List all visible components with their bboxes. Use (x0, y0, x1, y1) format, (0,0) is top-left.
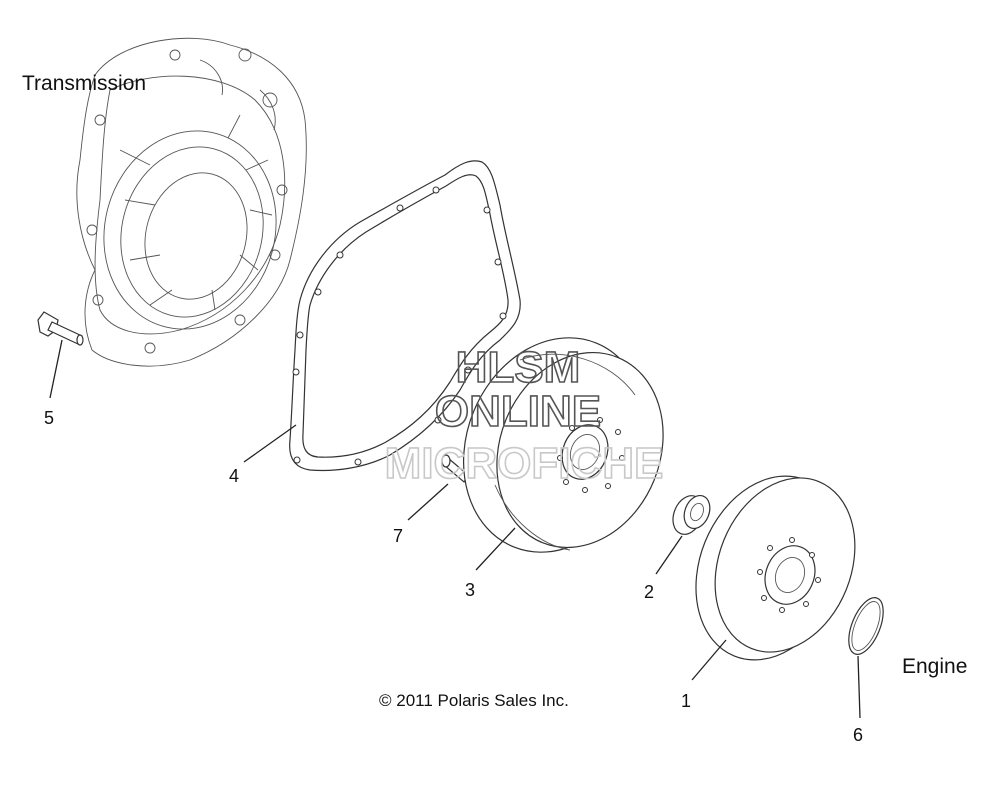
watermark-line-1: HLSM (456, 343, 581, 392)
watermark: HLSM ONLINE MICROFICHE (384, 342, 664, 489)
watermark-line-3: MICROFICHE (385, 439, 664, 488)
transmission-housing (76, 37, 307, 367)
watermark-line-2: ONLINE (435, 387, 601, 436)
callout-6: 6 (853, 725, 863, 745)
stud-7 (441, 454, 469, 483)
leader-6 (857, 655, 861, 719)
engine-label: Engine (902, 655, 967, 678)
callout-1: 1 (681, 691, 691, 711)
bolt-5 (37, 311, 84, 346)
gasket (289, 160, 521, 472)
callout-2: 2 (644, 582, 654, 602)
leader-7 (407, 483, 449, 521)
transmission-label: Transmission (22, 72, 146, 95)
callout-3: 3 (465, 580, 475, 600)
leader-5 (49, 339, 63, 399)
callout-4: 4 (229, 466, 239, 486)
leader-lines (49, 339, 861, 719)
leader-3 (475, 527, 516, 571)
driven-plate (695, 475, 856, 661)
leader-4 (243, 424, 297, 463)
drive-plate (462, 337, 664, 553)
callout-7: 7 (393, 526, 403, 546)
copyright-notice: © 2011 Polaris Sales Inc. (379, 691, 569, 710)
callout-5: 5 (44, 408, 54, 428)
bearing (672, 495, 711, 535)
leader-1 (691, 639, 727, 681)
leader-2 (655, 535, 683, 575)
snap-ring (848, 597, 884, 655)
